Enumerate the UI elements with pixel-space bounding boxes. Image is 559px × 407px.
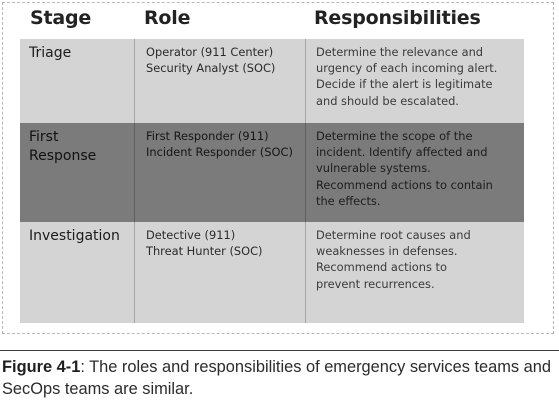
header-role: Role bbox=[144, 7, 191, 29]
caption-text: : The roles and responsibilities of emer… bbox=[2, 358, 552, 398]
header-responsibilities: Responsibilities bbox=[314, 7, 481, 29]
figure-caption: Figure 4-1: The roles and responsibiliti… bbox=[2, 356, 557, 400]
caption-divider bbox=[0, 350, 559, 351]
responsibilities-cell: Determine the relevance and urgency of e… bbox=[305, 39, 524, 123]
responsibilities-text: Determine root causes and weaknesses in … bbox=[316, 228, 471, 291]
role-text: Operator (911 Center) Security Analyst (… bbox=[146, 45, 276, 76]
table-header-row: Stage Role Responsibilities bbox=[20, 3, 524, 39]
header-stage: Stage bbox=[30, 7, 92, 29]
stage-label: First Response bbox=[29, 129, 97, 164]
responsibilities-cell: Determine the scope of the incident. Ide… bbox=[305, 123, 524, 222]
stage-label: Triage bbox=[29, 45, 72, 61]
stage-cell: First Response bbox=[20, 123, 134, 222]
stage-cell: Triage bbox=[20, 39, 134, 123]
figure-frame: Stage Role Responsibilities Triage Opera… bbox=[2, 2, 554, 334]
responsibilities-text: Determine the scope of the incident. Ide… bbox=[316, 129, 493, 208]
table-row-first-response: First Response First Responder (911) Inc… bbox=[20, 123, 524, 222]
stage-label: Investigation bbox=[29, 228, 120, 244]
responsibilities-cell: Determine root causes and weaknesses in … bbox=[305, 222, 524, 323]
role-text: First Responder (911) Incident Responder… bbox=[146, 129, 293, 160]
caption-label: Figure 4-1 bbox=[2, 358, 81, 376]
table-row-triage: Triage Operator (911 Center) Security An… bbox=[20, 39, 524, 123]
role-cell: First Responder (911) Incident Responder… bbox=[134, 123, 305, 222]
role-cell: Detective (911) Threat Hunter (SOC) bbox=[134, 222, 305, 323]
stage-cell: Investigation bbox=[20, 222, 134, 323]
role-cell: Operator (911 Center) Security Analyst (… bbox=[134, 39, 305, 123]
role-text: Detective (911) Threat Hunter (SOC) bbox=[146, 228, 263, 259]
table-row-investigation: Investigation Detective (911) Threat Hun… bbox=[20, 222, 524, 323]
responsibilities-text: Determine the relevance and urgency of e… bbox=[316, 45, 498, 108]
